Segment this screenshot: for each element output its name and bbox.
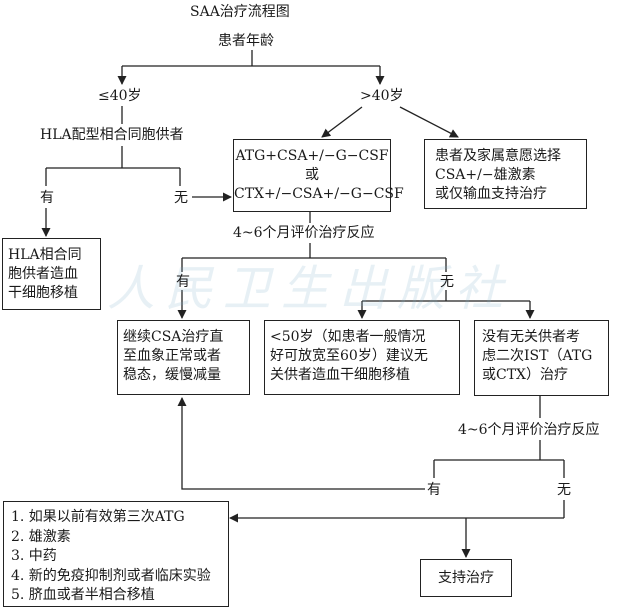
continue-line-3: 稳态，缓慢减量 (123, 367, 221, 383)
option-5: 5. 脐血或者半相合移植 (11, 587, 155, 603)
node-no-c: 无 (557, 482, 571, 498)
box-continue-csa: 继续CSA治疗直 至血象正常或者 稳态，缓慢减量 (117, 320, 250, 395)
node-eval-2: 4~6个月评价治疗反应 (458, 422, 600, 438)
under50-line-2: 好可放宽至60岁）建议无 (270, 348, 428, 364)
box-atg-regimen: ATG+CSA+/−G−CSF 或 CTX+/−CSA+/−G−CSF (233, 139, 404, 212)
box-options: 1. 如果以前有效第三次ATG 2. 雄激素 3. 中药 4. 新的免疫抑制剂或… (3, 501, 229, 607)
unrelated-line-2: 虑二次IST（ATG (482, 348, 593, 364)
transplant-line-2: 胞供者造血 (8, 266, 78, 282)
watermark-text: 人民卫生出版社 (107, 261, 513, 317)
edge-gt40-atg (321, 106, 363, 138)
edge-gt40-choice (399, 106, 459, 138)
choice-line-1: 患者及家属意愿选择 (435, 148, 561, 164)
unrelated-line-3: 或CTX）治疗 (482, 367, 569, 383)
box-hla-transplant: HLA相合同 胞供者造血 干细胞移植 (2, 238, 101, 310)
atg-line-1: ATG+CSA+/−G−CSF (235, 148, 389, 164)
edge-yes-c-loop (177, 397, 425, 490)
box-elderly-choice: 患者及家属意愿选择 CSA+/−雄激素 或仅输血支持治疗 (424, 139, 587, 209)
publisher-watermark: 人民卫生出版社 (107, 261, 513, 317)
node-le40: ≤40岁 (98, 88, 142, 104)
node-gt40: >40岁 (360, 88, 404, 104)
box-under-50: <50岁（如患者一般情况 好可放宽至60岁）建议无 关供者造血干细胞移植 (264, 320, 460, 395)
option-4: 4. 新的免疫抑制剂或者临床实验 (11, 567, 211, 584)
under50-line-1: <50岁（如患者一般情况 (270, 329, 426, 345)
flowchart-title: SAA治疗流程图 (190, 4, 290, 20)
option-2: 2. 雄激素 (11, 528, 71, 545)
atg-line-2: 或 (305, 167, 319, 183)
atg-line-3: CTX+/−CSA+/−G−CSF (234, 186, 404, 202)
node-yes-c: 有 (427, 482, 441, 498)
node-no-b: 无 (440, 274, 454, 290)
under50-line-3: 关供者造血干细胞移植 (270, 367, 410, 383)
box-support: 支持治疗 (420, 559, 512, 597)
option-3: 3. 中药 (11, 548, 57, 564)
box-no-unrelated: 没有无关供者考 虑二次IST（ATG 或CTX）治疗 (474, 320, 609, 396)
support-label: 支持治疗 (438, 570, 494, 586)
transplant-line-1: HLA相合同 (8, 247, 82, 263)
choice-line-3: 或仅输血支持治疗 (435, 186, 547, 202)
unrelated-line-1: 没有无关供者考 (482, 329, 580, 345)
node-age: 患者年龄 (218, 33, 274, 49)
continue-line-2: 至血象正常或者 (123, 348, 221, 364)
option-1: 1. 如果以前有效第三次ATG (11, 509, 185, 525)
transplant-line-3: 干细胞移植 (8, 285, 78, 301)
node-yes-b: 有 (176, 274, 190, 290)
node-no-a: 无 (174, 190, 188, 206)
node-hla-donor: HLA配型相合同胞供者 (40, 127, 184, 143)
node-eval-1: 4~6个月评价治疗反应 (233, 225, 375, 241)
choice-line-2: CSA+/−雄激素 (435, 167, 536, 183)
node-yes-a: 有 (40, 190, 54, 206)
continue-line-1: 继续CSA治疗直 (123, 329, 224, 345)
